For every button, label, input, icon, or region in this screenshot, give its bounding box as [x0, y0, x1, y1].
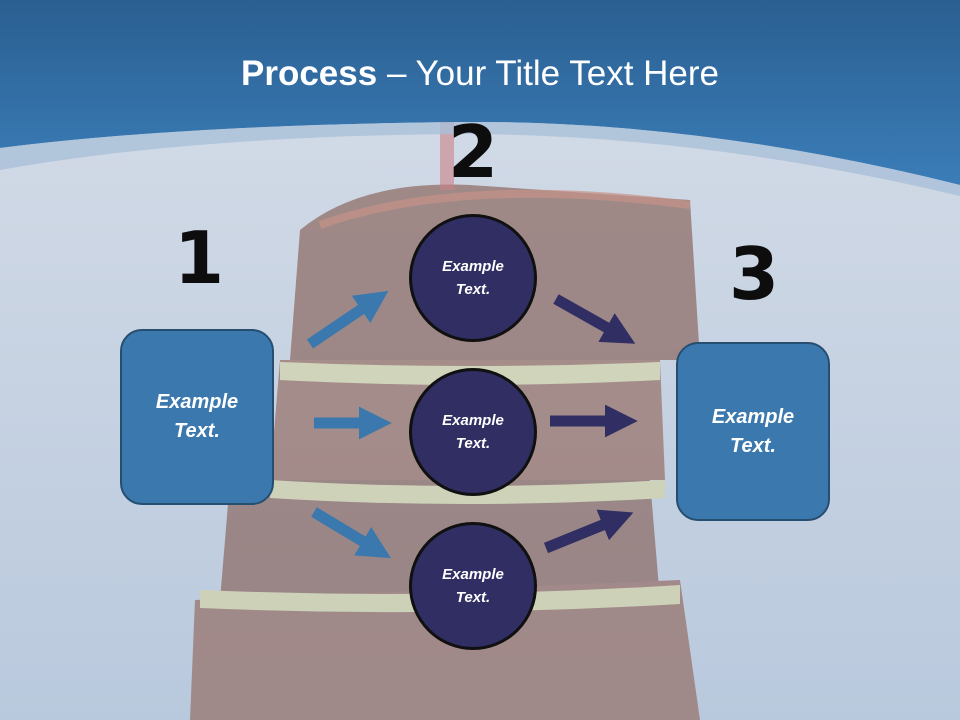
- title-rest: – Your Title Text Here: [377, 54, 719, 93]
- step-2-circle-bottom-text: Example Text.: [442, 566, 504, 606]
- step-3-box: Example Text.: [676, 342, 830, 521]
- slide-title: Process – Your Title Text Here: [0, 52, 960, 96]
- step-1-text: Example Text.: [155, 391, 239, 442]
- step-2-circle-bottom: Example Text.: [409, 522, 537, 650]
- arrow-bottom-to-3: [543, 509, 634, 554]
- step-2-number: 2: [447, 110, 499, 194]
- arrow-1-to-top: [306, 290, 389, 349]
- step-1-box: Example Text.: [120, 329, 274, 505]
- title-bold: Process: [241, 54, 378, 93]
- step-2-circle-middle-text: Example Text.: [442, 412, 504, 452]
- step-3-text: Example Text.: [711, 405, 795, 457]
- step-2-circle-top: Example Text.: [409, 214, 537, 342]
- step-2-circle-top-text: Example Text.: [442, 258, 504, 298]
- arrow-1-to-bottom: [311, 507, 391, 559]
- arrow-top-to-3: [553, 294, 636, 344]
- step-2-circle-middle: Example Text.: [409, 368, 537, 496]
- step-3-number: 3: [728, 232, 780, 316]
- step-1-number: 1: [173, 216, 225, 300]
